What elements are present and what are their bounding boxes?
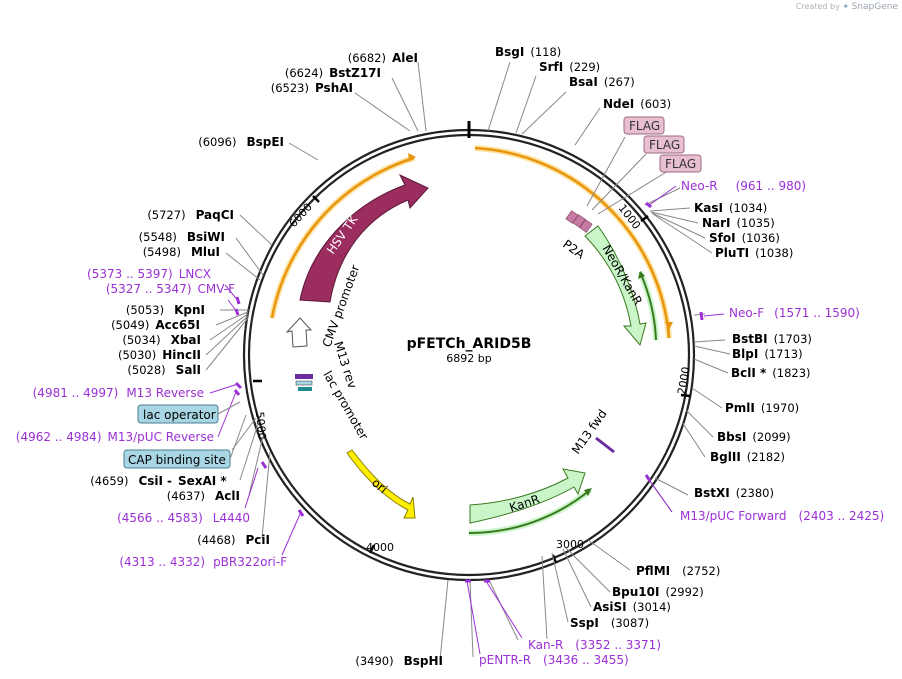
site-pmli: PmlI(1970) bbox=[725, 401, 799, 415]
site-nari: NarI(1035) bbox=[702, 216, 775, 230]
flag-label-3: FLAG bbox=[665, 157, 696, 171]
site-kpni: (5053)KpnI bbox=[126, 303, 205, 317]
site-sspi: SspI(3087) bbox=[570, 616, 649, 630]
site-bstbi: BstBI(1703) bbox=[732, 332, 812, 346]
primer-lncx: (5373 .. 5397)LNCX bbox=[87, 267, 211, 281]
plasmid-size: 6892 bp bbox=[446, 352, 491, 365]
site-kasi: KasI(1034) bbox=[694, 201, 767, 215]
primer-l4440: (4566 .. 4583)L4440 bbox=[117, 511, 250, 525]
site-bglii: BglII(2182) bbox=[710, 450, 785, 464]
tick-5000: 5000 bbox=[253, 379, 268, 440]
lac-promoter-block bbox=[298, 387, 312, 391]
lac-operator-box: lac operator bbox=[137, 401, 241, 424]
site-alei: (6682)AleI bbox=[348, 51, 418, 65]
m13-fwd-label: M13 fwd bbox=[569, 407, 610, 457]
primer-marks bbox=[233, 201, 704, 583]
kanr-label: KanR bbox=[508, 492, 542, 515]
site-pluti: PluTI(1038) bbox=[715, 246, 793, 260]
site-bpu10i: Bpu10I(2992) bbox=[612, 585, 704, 599]
m13-fwd-marker bbox=[595, 436, 615, 454]
credit-brand: SnapGene bbox=[851, 2, 898, 12]
site-paqci: (5727)PaqCI bbox=[147, 208, 234, 222]
credit-prefix: Created by bbox=[795, 2, 840, 11]
site-bsgi: BsgI(118) bbox=[495, 45, 561, 59]
primer-cmv-f: (5327 .. 5347)CMV-F bbox=[106, 282, 235, 296]
site-mlui: (5498)MluI bbox=[143, 245, 220, 259]
site-bbsi: BbsI(2099) bbox=[717, 430, 791, 444]
site-bcli: BclI *(1823) bbox=[731, 366, 811, 380]
ori-feature bbox=[346, 449, 416, 519]
lac-operator-label: lac operator bbox=[143, 408, 216, 422]
cap-site-label: CAP binding site bbox=[128, 453, 226, 467]
site-pcii: (4468)PciI bbox=[197, 533, 270, 547]
site-sexai: -SexAI * bbox=[167, 474, 227, 488]
site-ndei: NdeI(603) bbox=[603, 97, 671, 111]
hsv-tk-feature bbox=[299, 173, 429, 303]
tick-3000: 3000 bbox=[551, 538, 584, 564]
p2a-flag-blocks bbox=[565, 210, 593, 233]
primer-kan-r: Kan-R(3352 .. 3371) bbox=[528, 638, 661, 652]
site-sali: (5028)SalI bbox=[127, 363, 201, 377]
lac-operator-block bbox=[295, 380, 313, 386]
site-bsiwi: (5548)BsiWI bbox=[139, 230, 225, 244]
left-site-labels: (6682)AleI (6624)BstZ17I (6523)PshAI (60… bbox=[90, 51, 443, 668]
neor-kanr-feature bbox=[584, 225, 647, 347]
snapgene-logo-icon: ✦ bbox=[842, 2, 850, 11]
cap-site-box: CAP binding site bbox=[123, 414, 247, 469]
tick-label-3000: 3000 bbox=[556, 538, 584, 551]
tick-4000: 4000 bbox=[366, 541, 394, 554]
primer-neo-r: Neo-R(961 .. 980) bbox=[681, 179, 806, 193]
primer-leader-lines bbox=[209, 185, 725, 655]
snapgene-credit: Created by ✦ SnapGene bbox=[796, 2, 898, 12]
tick-label-2000: 2000 bbox=[675, 366, 693, 396]
site-srfi: SrfI(229) bbox=[539, 60, 600, 74]
site-acli: (4637)AclI bbox=[167, 489, 240, 503]
site-csii: (4659)CsiI bbox=[90, 474, 163, 488]
flag-box-2 bbox=[643, 135, 685, 154]
site-xbai: (5034)XbaI bbox=[122, 333, 201, 347]
orange-arc-left-head bbox=[408, 153, 416, 161]
green-arc-lower bbox=[468, 489, 591, 535]
primer-m13-puc-forward: M13/pUC Forward(2403 .. 2425) bbox=[680, 509, 884, 523]
primer-pentr-r: pENTR-R(3436 .. 3455) bbox=[479, 653, 629, 667]
site-bsphi: (3490)BspHI bbox=[355, 654, 443, 668]
primer-labels: Neo-R(961 .. 980) Neo-F(1571 .. 1590) M1… bbox=[16, 179, 884, 667]
site-pshai: (6523)PshAI bbox=[271, 81, 353, 95]
site-acc65i: (5049)Acc65I bbox=[111, 318, 200, 332]
green-arc-lower-head bbox=[584, 488, 592, 496]
plasmid-name: pFETCh_ARID5B bbox=[407, 336, 532, 352]
tick-label-5000: 5000 bbox=[253, 411, 268, 440]
flag-boxes: FLAG FLAG FLAG bbox=[623, 116, 702, 173]
site-bspei: (6096)BspEI bbox=[198, 135, 284, 149]
site-asisi: AsiSI(3014) bbox=[593, 600, 671, 614]
site-pflmi: PflMI(2752) bbox=[636, 564, 720, 578]
left-leader-lines bbox=[205, 61, 427, 539]
primer-m13-puc-reverse: (4962 .. 4984)M13/pUC Reverse bbox=[16, 430, 214, 444]
m13-rev-block bbox=[295, 374, 313, 379]
site-sfoi: SfoI(1036) bbox=[709, 231, 780, 245]
green-arc-upper-head bbox=[638, 271, 645, 279]
primer-m13-reverse: (4981 .. 4997)M13 Reverse bbox=[33, 386, 204, 400]
site-bstz17i: (6624)BstZ17I bbox=[285, 66, 381, 80]
flag-box-3 bbox=[659, 154, 702, 173]
site-bsai: BsaI(267) bbox=[569, 75, 635, 89]
orange-arc-right bbox=[474, 146, 671, 339]
right-site-labels: BsgI(118) SrfI(229) BsaI(267) NdeI(603) … bbox=[495, 45, 812, 630]
primer-pbr322ori-f: (4313 .. 4332)pBR322ori-F bbox=[119, 555, 287, 569]
tick-2000: 2000 bbox=[675, 366, 693, 398]
tick-label-4000: 4000 bbox=[366, 541, 394, 554]
flag-box-1 bbox=[623, 116, 665, 135]
site-blpi: BlpI(1713) bbox=[732, 347, 803, 361]
site-hincii: (5030)HincII bbox=[118, 348, 201, 362]
flag-label-2: FLAG bbox=[649, 138, 680, 152]
orange-arc-left bbox=[270, 156, 415, 319]
p2a-label: P2A bbox=[560, 237, 588, 262]
kanr-feature bbox=[469, 468, 586, 524]
site-bstxi: BstXI(2380) bbox=[694, 486, 774, 500]
primer-neo-f: Neo-F(1571 .. 1590) bbox=[729, 306, 860, 320]
orange-arc-right-head bbox=[665, 322, 673, 330]
cmv-promoter-arrow bbox=[285, 317, 313, 348]
flag-label-1: FLAG bbox=[629, 119, 660, 133]
